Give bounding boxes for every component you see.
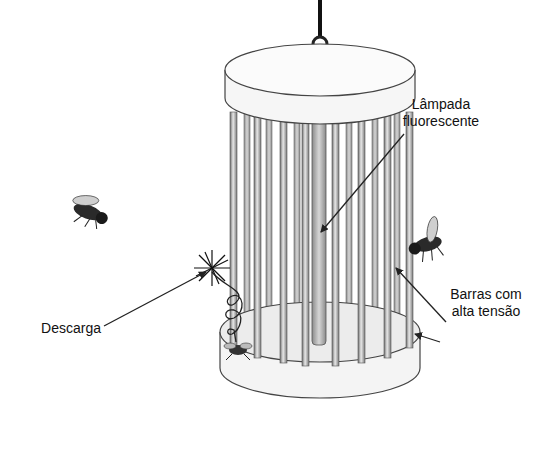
callout-label: Barras com alta tensão [440, 286, 532, 320]
falling-fly [212, 272, 252, 360]
callout-label: Lâmpada fluorescente [393, 96, 489, 130]
leader-lines [104, 134, 446, 342]
fly [402, 213, 450, 265]
callout-label: Descarga [36, 320, 106, 337]
high-voltage-bars [230, 112, 413, 366]
discharge-spark [194, 250, 230, 286]
top-cap [225, 44, 415, 124]
fly [64, 187, 114, 233]
fluorescent-lamp [312, 100, 326, 345]
